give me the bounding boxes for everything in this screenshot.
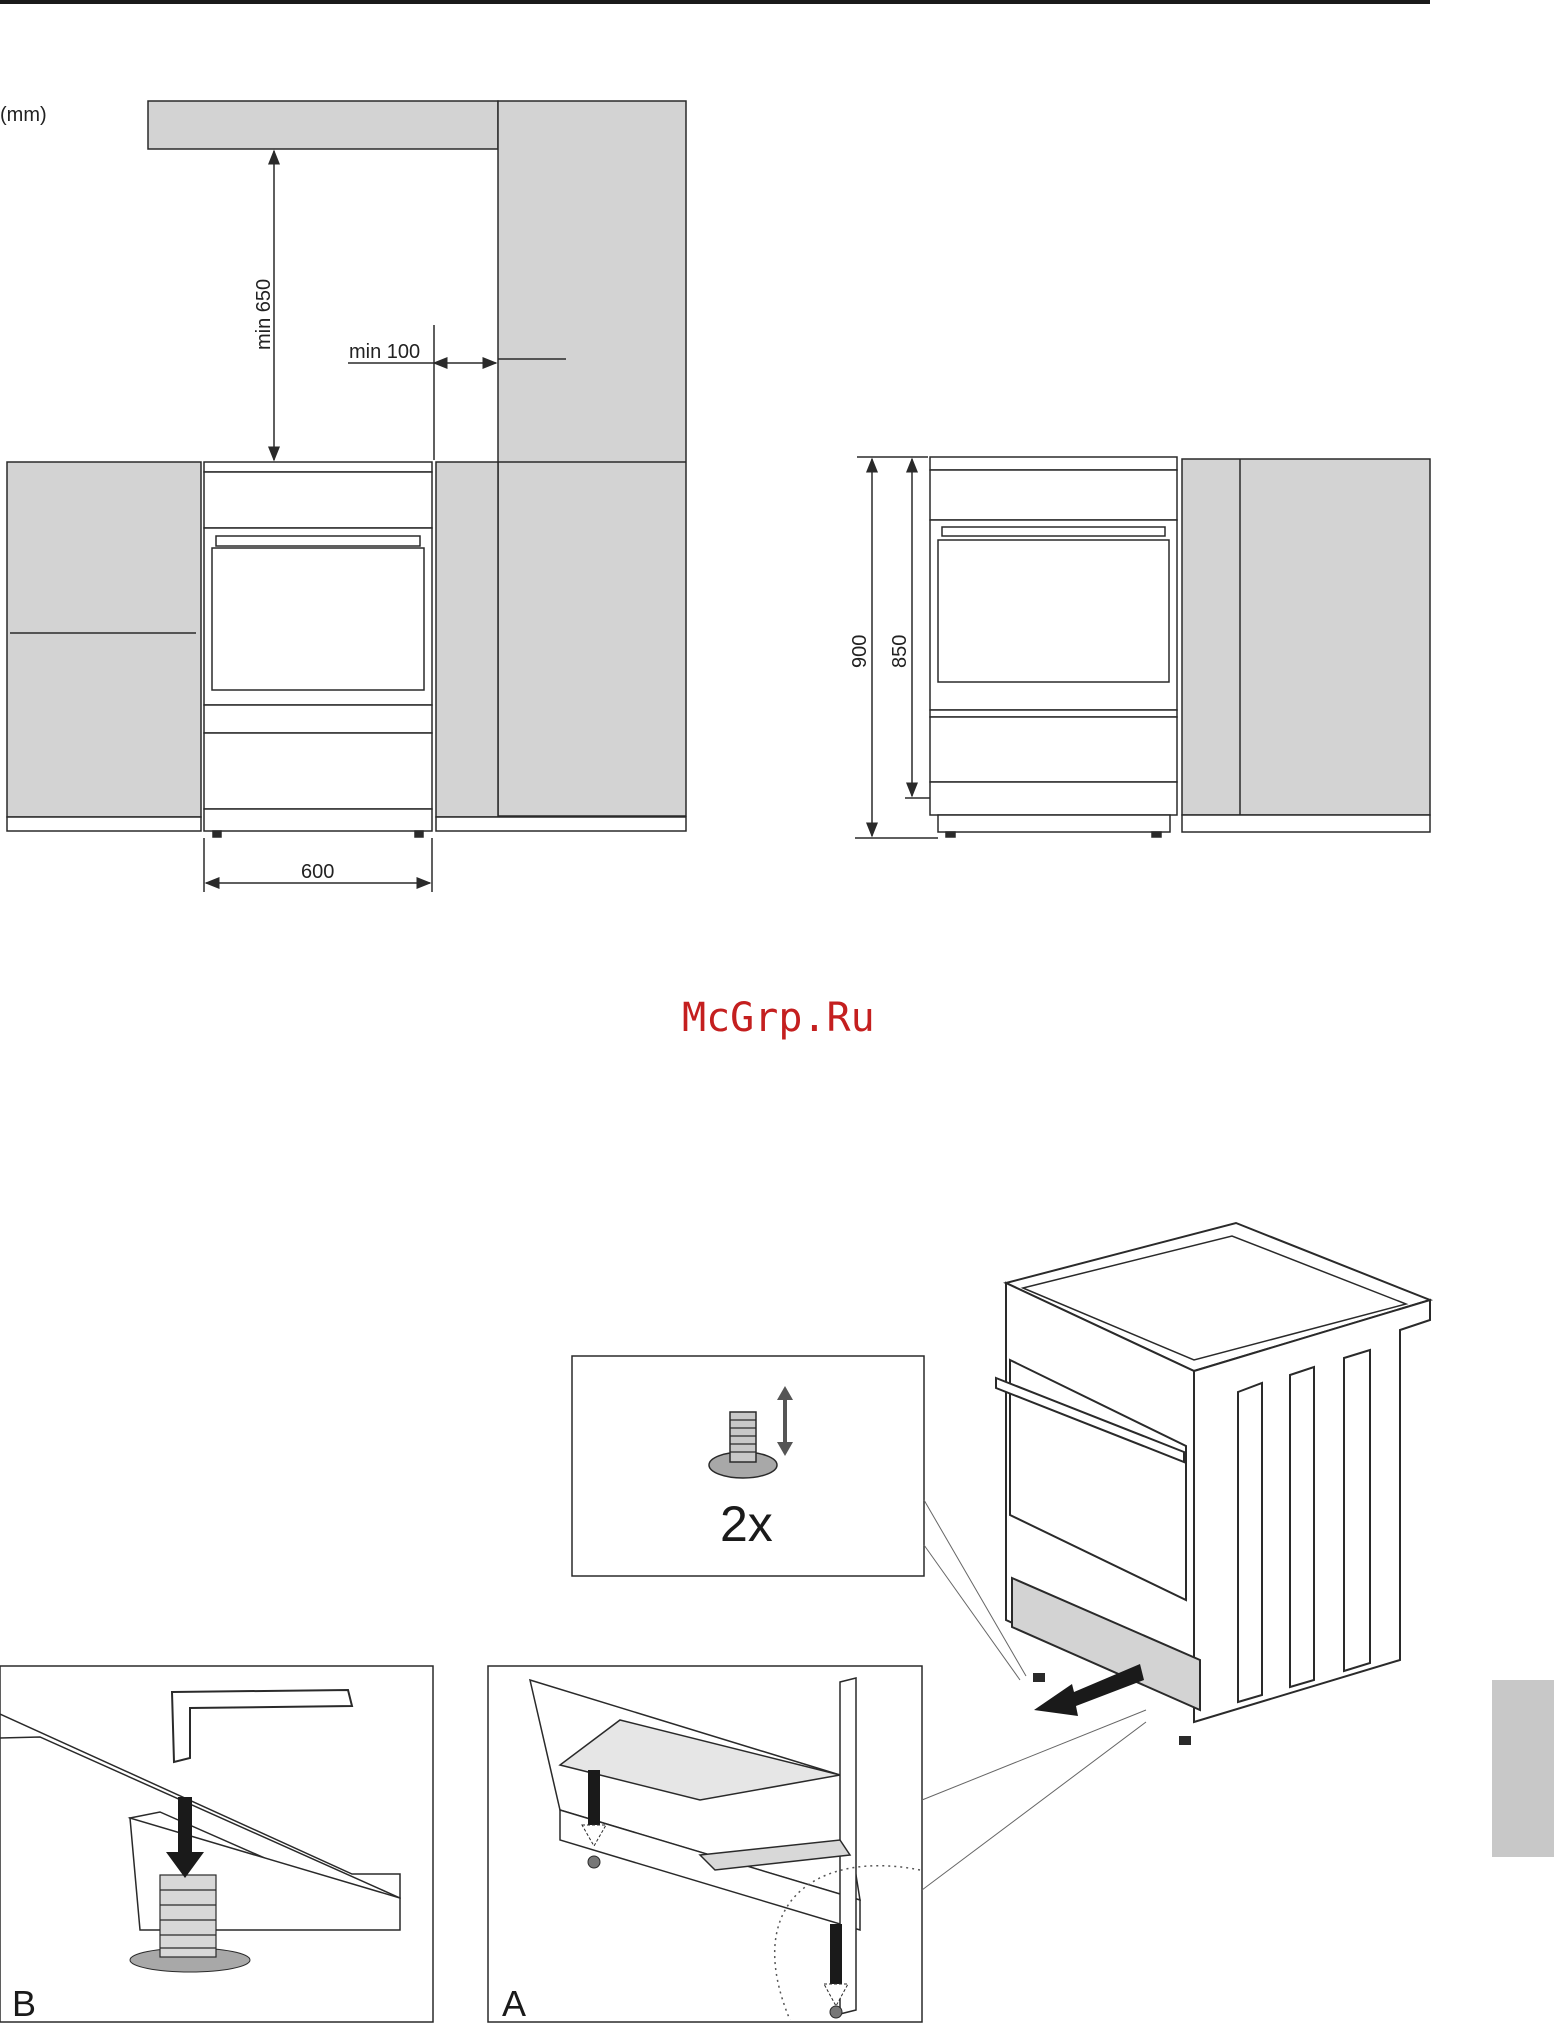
arrow-b xyxy=(178,1797,192,1852)
wall-cabinet xyxy=(148,101,498,149)
side-cabinet xyxy=(1182,459,1430,815)
cooker-side-front xyxy=(930,457,1177,837)
tall-cabinet xyxy=(498,101,686,816)
side-clearance-label: min 100 xyxy=(349,341,420,363)
right-base-cabinet xyxy=(436,462,498,817)
foot-inset: 2x xyxy=(572,1356,1026,1680)
remove-plinth-arrow xyxy=(1034,1664,1144,1716)
side-tab xyxy=(1492,1680,1554,1857)
height-figure xyxy=(855,457,1430,838)
clearance-figure xyxy=(7,101,686,892)
panel-b: B xyxy=(0,1666,433,2024)
height-clearance-label: min 650 xyxy=(253,279,275,350)
total-height-label: 900 xyxy=(849,635,871,668)
cooker-side-face xyxy=(1194,1300,1430,1722)
body-height-label: 850 xyxy=(889,635,911,668)
watermark: McGrp.Ru xyxy=(682,995,875,1041)
arrow-a-left xyxy=(588,1770,600,1825)
width-label: 600 xyxy=(301,861,334,883)
panel-a-letter: A xyxy=(502,1983,526,2024)
quantity-label: 2x xyxy=(720,1496,773,1552)
panel-a: A xyxy=(488,1666,1146,2024)
left-base-cabinet xyxy=(7,462,201,817)
panel-b-letter: B xyxy=(12,1983,36,2024)
header-rule xyxy=(0,0,1430,4)
arrow-a-right xyxy=(830,1924,842,1984)
cooker-front xyxy=(204,462,432,837)
cooker-3d xyxy=(996,1223,1430,1744)
units-label: (mm) xyxy=(0,104,47,126)
